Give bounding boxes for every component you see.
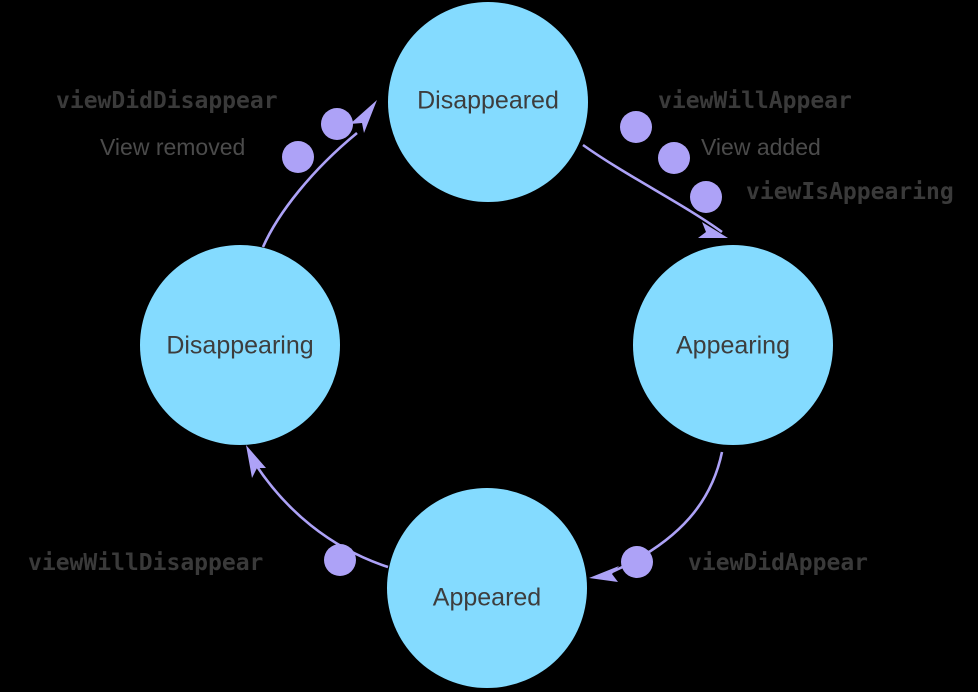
edge-dot [324, 544, 356, 576]
node-appeared[interactable]: Appeared [387, 488, 587, 688]
arrowhead-appearing [698, 222, 728, 238]
node-label-disappeared: Disappeared [417, 87, 559, 115]
edge-label-view-removed: View removed [100, 134, 245, 160]
edge-label-view-did-appear: viewDidAppear [688, 550, 868, 576]
edge-appearing-to-appeared [589, 451, 724, 582]
edge-dot [282, 141, 314, 173]
node-disappeared[interactable]: Disappeared [388, 2, 588, 202]
edge-dot [621, 546, 653, 578]
node-circle-appeared[interactable] [387, 488, 587, 688]
node-label-appearing: Appearing [676, 332, 790, 360]
edge-label-view-is-appearing: viewIsAppearing [746, 179, 954, 205]
arrowhead-appeared [589, 566, 619, 582]
edge-path-disappearing-to-disappeared [261, 131, 358, 248]
node-circle-disappearing[interactable] [140, 245, 340, 445]
edge-label-view-did-disappear: viewDidDisappear [56, 88, 278, 114]
arrowhead-disappeared [350, 100, 377, 133]
edge-label-view-will-disappear: viewWillDisappear [28, 550, 263, 576]
node-circle-disappeared[interactable] [388, 2, 588, 202]
node-label-appeared: Appeared [433, 584, 541, 612]
edge-label-view-will-appear: viewWillAppear [658, 88, 852, 114]
edge-label-view-added: View added [701, 134, 821, 160]
edge-appeared-to-disappearing [246, 445, 389, 576]
edge-dot [658, 142, 690, 174]
edge-path-disappeared-to-appearing [582, 143, 723, 234]
node-disappearing[interactable]: Disappearing [140, 245, 340, 445]
node-circle-appearing[interactable] [633, 245, 833, 445]
arrowhead-disappearing [246, 445, 266, 478]
edge-path-appeared-to-disappearing [252, 461, 389, 569]
edge-disappearing-to-disappeared [261, 100, 377, 248]
node-appearing[interactable]: Appearing [633, 245, 833, 445]
edge-dot [620, 111, 652, 143]
edge-dot [690, 181, 722, 213]
edge-dot [321, 108, 353, 140]
edge-disappeared-to-appearing [582, 111, 728, 238]
node-label-disappearing: Disappearing [166, 332, 313, 360]
